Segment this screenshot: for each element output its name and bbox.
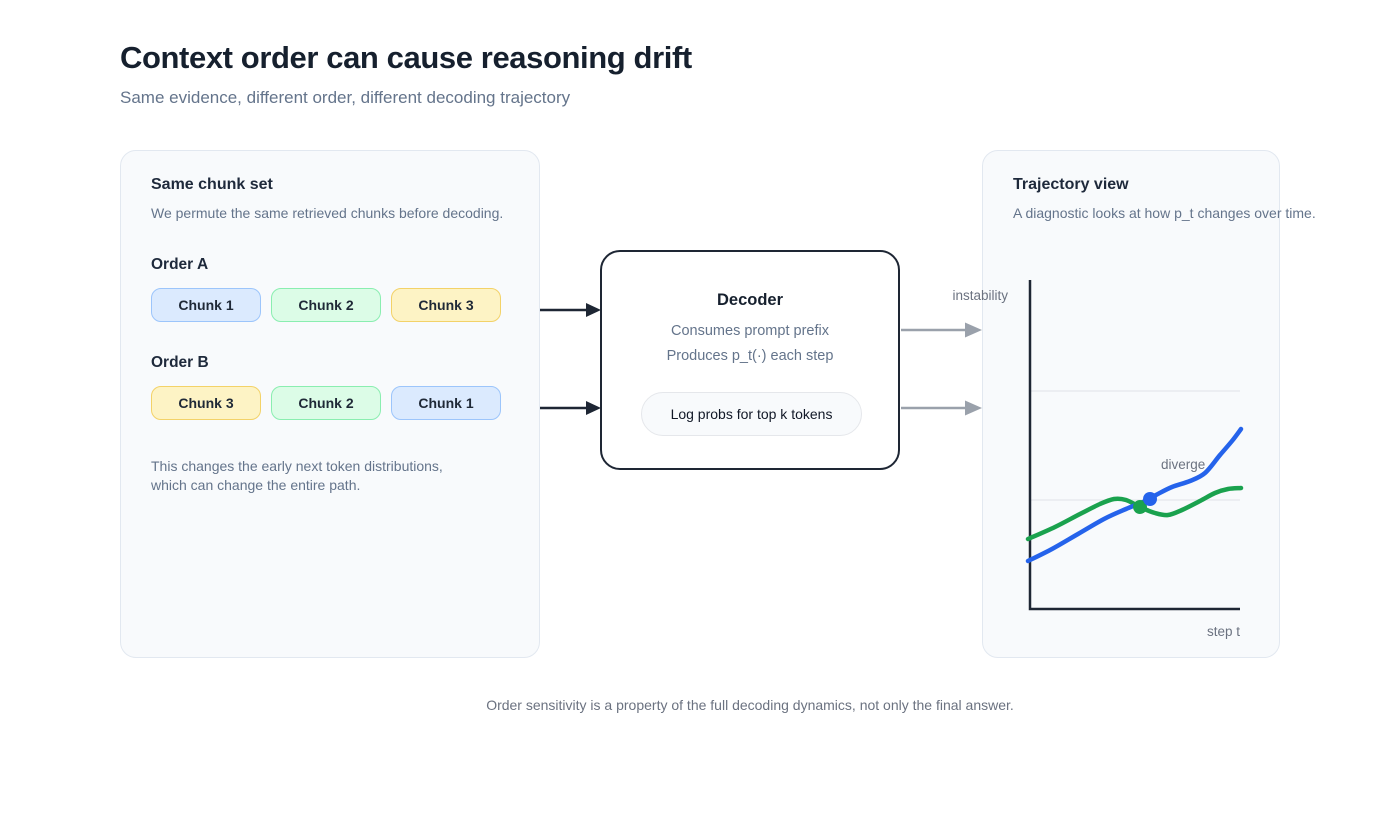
chunk-chip: Chunk 3 [391, 288, 501, 322]
chunk-set-note: This changes the early next token distri… [151, 457, 443, 494]
chunk-chip: Chunk 3 [151, 386, 261, 420]
decoder-title: Decoder [716, 291, 784, 309]
trajectory-title: Trajectory view [1013, 176, 1129, 193]
decoder-description-line1: Consumes prompt prefix [671, 323, 829, 339]
decoder-description-line2: Produces p_t(·) each step [666, 348, 834, 364]
chunk-orders: Order A Chunk 1 Chunk 2 Chunk 3 Order B Chunk… [151, 256, 509, 452]
arrow-order-a-to-decoder [540, 303, 601, 317]
page-title: Context order can cause reasoning drift [120, 40, 692, 75]
chunk-row: Chunk 3 Chunk 2 Chunk 1 [151, 386, 509, 420]
order-label: Order A [151, 256, 209, 273]
chunk-set-title: Same chunk set [151, 176, 273, 193]
trajectory-description: A diagnostic looks at how p_t changes ov… [1013, 205, 1316, 221]
chunk-set-note-line2: which can change the entire path. [151, 476, 361, 493]
footer-caption: Order sensitivity is a property of the f… [486, 697, 1014, 713]
chunk-set-description: We permute the same retrieved chunks bef… [151, 205, 504, 221]
chunk-set-panel: Same chunk set We permute the same retri… [120, 150, 540, 658]
arrow-order-b-to-decoder [540, 401, 601, 415]
decoder-box: Decoder Consumes prompt prefix Produces … [600, 250, 900, 470]
arrow-decoder-to-trajectory-top [901, 322, 982, 338]
chunk-set-note-line1: This changes the early next token distri… [151, 458, 443, 474]
order-label: Order B [151, 354, 209, 371]
trajectory-panel: Trajectory view A diagnostic looks at ho… [982, 150, 1316, 658]
chunk-chip: Chunk 1 [151, 288, 261, 322]
chunk-chip: Chunk 1 [391, 386, 501, 420]
chunk-row: Chunk 1 Chunk 2 Chunk 3 [151, 288, 509, 322]
page-subtitle: Same evidence, different order, differen… [120, 88, 571, 107]
chunk-chip: Chunk 2 [271, 386, 381, 420]
chunk-chip: Chunk 2 [271, 288, 381, 322]
log-probs-pill: Log probs for top k tokens [641, 392, 862, 436]
arrow-decoder-to-trajectory-bottom [901, 400, 982, 416]
